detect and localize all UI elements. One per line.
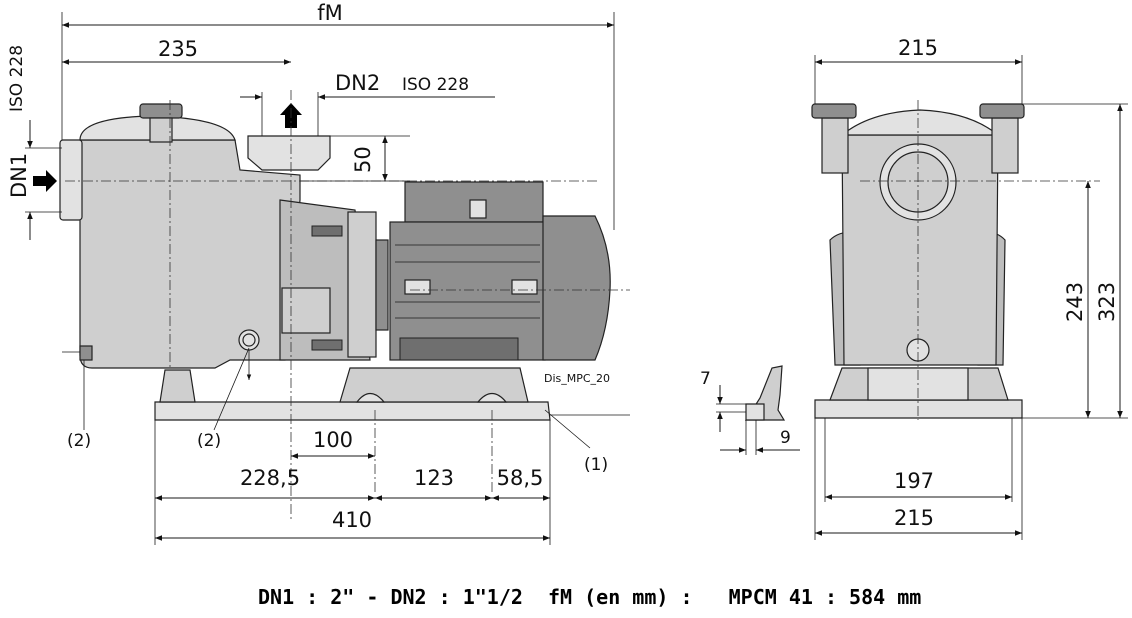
dim-243: 243 xyxy=(1063,282,1087,322)
dim-215-bottom: 215 xyxy=(894,506,934,530)
dim-100: 100 xyxy=(313,428,353,452)
front-view-dimensions xyxy=(814,55,1128,540)
dim-215-top: 215 xyxy=(898,36,938,60)
ref-2-left: (2) xyxy=(67,431,91,451)
dim-123: 123 xyxy=(414,466,454,490)
fm-label: fM xyxy=(317,1,343,25)
drawing-id: Dis_MPC_20 xyxy=(544,372,610,385)
dim-50: 50 xyxy=(351,146,375,173)
dn1-label: DN1 xyxy=(7,153,31,198)
dim-235: 235 xyxy=(158,37,198,61)
front-view-pump xyxy=(811,103,1025,419)
footer-connections: DN1 : 2" - DN2 : 1"1/2 xyxy=(258,585,523,609)
dim-323: 323 xyxy=(1095,282,1119,322)
dn2-label: DN2 xyxy=(335,71,380,95)
side-view-pump xyxy=(59,103,611,421)
iso-top-label: ISO 228 xyxy=(402,75,469,95)
ref-1: (1) xyxy=(584,455,608,475)
footer-fm-value: fM (en mm) : MPCM 41 : 584 mm xyxy=(548,585,921,609)
dim-9: 9 xyxy=(780,428,791,448)
foot-detail xyxy=(716,365,800,455)
dim-410: 410 xyxy=(332,508,372,532)
dim-228-5: 228,5 xyxy=(240,466,300,490)
dim-7: 7 xyxy=(700,369,711,389)
dim-58-5: 58,5 xyxy=(497,466,544,490)
dim-197: 197 xyxy=(894,469,934,493)
iso-side-label: ISO 228 xyxy=(7,45,27,112)
ref-2-center: (2) xyxy=(197,431,221,451)
inlet-arrow-icon xyxy=(33,170,57,192)
side-view-dimensions xyxy=(25,12,630,545)
